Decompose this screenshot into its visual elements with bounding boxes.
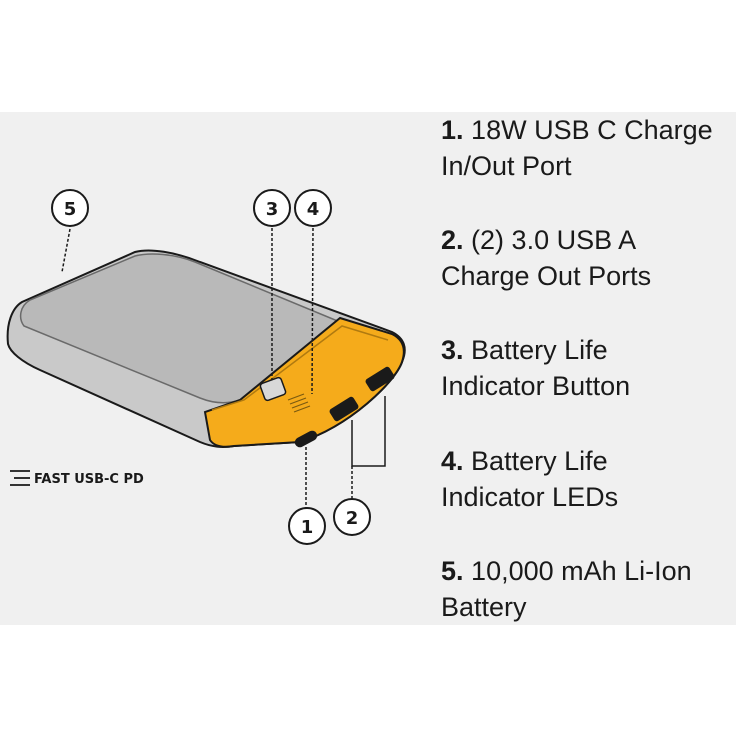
legend-item-5-number: 5. [441,556,464,586]
usb-a-port-2 [365,366,395,392]
usb-c-port [294,430,318,448]
legend-item-4-line2: Indicator LEDs [441,482,619,512]
callout-2-label: 2 [346,508,359,529]
legend-item-2: 2. (2) 3.0 USB A Charge Out Ports [441,222,736,294]
legend-item-4: 4. Battery Life Indicator LEDs [441,443,736,515]
leader-line-2 [351,396,386,467]
callout-3: 3 [253,189,291,227]
legend-item-3: 3. Battery Life Indicator Button [441,332,736,404]
legend-item-5-line1: 10,000 mAh Li-Ion [471,556,692,586]
legend-item-2-line1: (2) 3.0 USB A [471,225,637,255]
legend-item-3-line2: Indicator Button [441,371,631,401]
power-bank-diagram: 5 3 4 1 2 FAST USB-C PD [6,189,406,545]
legend-item-1-line1: 18W USB C Charge [471,115,713,145]
legend-item-2-number: 2. [441,225,464,255]
end-cap-rim [211,325,389,411]
callout-1: 1 [288,507,326,545]
callout-1-label: 1 [301,517,314,538]
usb-a-port-1 [329,396,359,422]
indicator-button [259,376,287,402]
speed-lines-icon [10,470,30,486]
leader-line-5 [61,228,71,273]
power-bank-top-face [19,253,342,404]
fast-usb-c-label: FAST USB-C PD [34,472,144,487]
fast-usb-c-badge: FAST USB-C PD [10,470,144,487]
legend-item-1-line2: In/Out Port [441,151,572,181]
legend-item-5: 5. 10,000 mAh Li-Ion Battery [441,553,736,625]
callout-5-label: 5 [64,199,77,220]
legend-item-3-number: 3. [441,335,464,365]
power-bank-illustration [6,249,406,448]
legend-item-1: 1. 18W USB C Charge In/Out Port [441,112,736,184]
callout-2: 2 [333,498,371,536]
callout-5: 5 [51,189,89,227]
leader-line-4 [311,227,314,395]
legend-item-4-line1: Battery Life [471,446,608,476]
power-bank-end-cap [203,316,405,448]
legend-item-1-number: 1. [441,115,464,145]
legend-item-4-number: 4. [441,446,464,476]
diagram-panel: 5 3 4 1 2 FAST USB-C PD [0,112,736,625]
legend-item-2-line2: Charge Out Ports [441,261,652,291]
leader-lines [61,227,386,510]
callout-4: 4 [294,189,332,227]
callout-3-label: 3 [266,199,279,220]
callout-4-label: 4 [307,199,320,220]
legend-item-3-line1: Battery Life [471,335,608,365]
indicator-leds [287,393,311,413]
legend-item-5-line2: Battery [441,592,527,622]
